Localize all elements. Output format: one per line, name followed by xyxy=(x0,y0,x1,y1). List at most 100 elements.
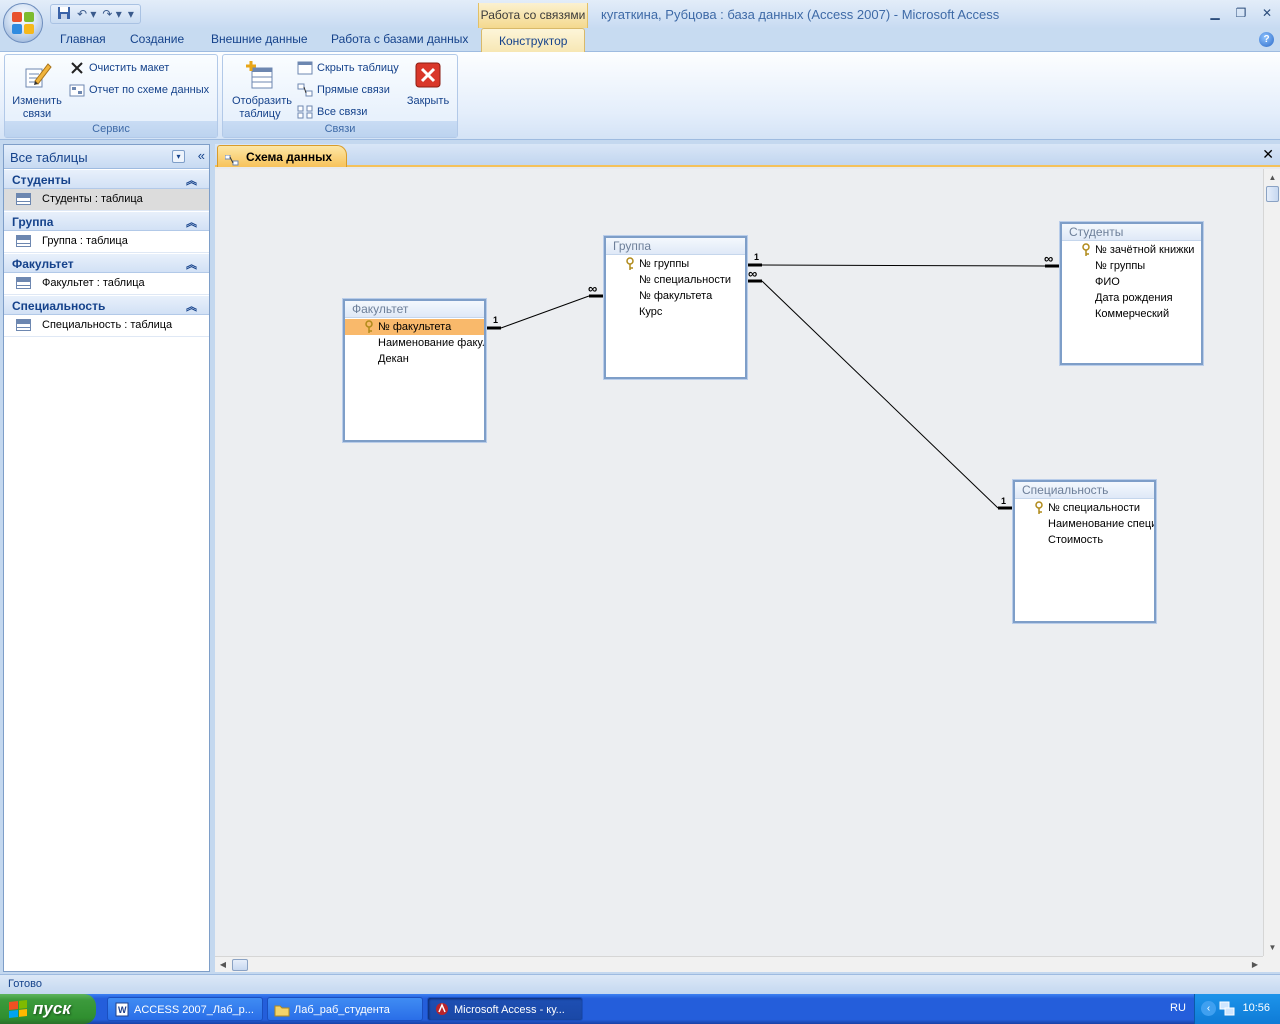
collapse-pane-icon[interactable]: « xyxy=(197,148,205,163)
document-area: Схема данных ✕ 1 ∞ 1 ∞ ∞ xyxy=(215,144,1280,972)
tab-database-tools[interactable]: Работа с базами данных xyxy=(331,32,469,46)
customize-qat-icon[interactable]: ▾ xyxy=(127,7,134,21)
vertical-scrollbar[interactable]: ▲ ▼ xyxy=(1263,169,1280,956)
field-row[interactable]: ФИО xyxy=(1095,276,1120,288)
close-relations-button[interactable]: Закрыть xyxy=(403,59,453,108)
office-logo-icon xyxy=(12,12,34,34)
nav-item-specialty-table[interactable]: Специальность : таблица xyxy=(4,315,209,337)
field-row[interactable]: № специальности xyxy=(639,274,732,286)
edit-relations-icon xyxy=(21,59,53,91)
cardinality-one-specialty: 1 xyxy=(1001,496,1007,506)
direct-relations-button[interactable]: Прямые связи xyxy=(297,81,390,99)
all-relations-icon xyxy=(297,104,313,120)
hide-table-button[interactable]: Скрыть таблицу xyxy=(297,59,399,77)
field-row[interactable]: № факультета xyxy=(639,290,713,302)
window-title: кугаткина, Рубцова : база данных (Access… xyxy=(601,7,1000,22)
relation-report-button[interactable]: Отчет по схеме данных xyxy=(69,81,209,99)
field-row[interactable]: Курс xyxy=(639,306,663,318)
cardinality-many-group-specialty: ∞ xyxy=(748,266,758,281)
taskbar-item-word-doc[interactable]: W ACCESS 2007_Лаб_р... xyxy=(107,997,263,1021)
table-title[interactable]: Специальность xyxy=(1015,482,1154,499)
taskbar-item-folder[interactable]: Лаб_раб_студента xyxy=(267,997,423,1021)
relationships-icon xyxy=(224,151,239,166)
title-bar: ↶ ▾ ↷ ▾ ▾ Работа со связями кугаткина, Р… xyxy=(0,0,1280,43)
close-window-icon[interactable]: ✕ xyxy=(1261,6,1273,20)
schema-table-group[interactable]: Группа № группы № специальности № факуль… xyxy=(604,236,747,379)
clear-x-icon xyxy=(69,60,85,76)
office-button[interactable] xyxy=(3,3,43,43)
group-service-label: Сервис xyxy=(5,121,217,137)
field-row[interactable]: Декан xyxy=(378,353,409,365)
clear-layout-button[interactable]: Очистить макет xyxy=(69,59,169,77)
field-row[interactable]: Наименование факультета xyxy=(378,337,484,349)
nav-group-students[interactable]: Студенты ︽ xyxy=(4,169,209,189)
horizontal-scrollbar[interactable]: ◀ ▶ xyxy=(215,956,1263,972)
taskbar-item-access[interactable]: Microsoft Access - ку... xyxy=(427,997,583,1021)
scroll-left-icon[interactable]: ◀ xyxy=(219,960,227,969)
start-button[interactable]: пуск xyxy=(0,994,96,1024)
network-icon[interactable] xyxy=(1219,1001,1235,1016)
schema-table-faculty[interactable]: Факультет № факультета Наименование факу… xyxy=(343,299,486,442)
tab-relationships[interactable]: Схема данных xyxy=(217,145,347,167)
nav-header[interactable]: Все таблицы ▾ « xyxy=(4,145,209,169)
word-doc-icon: W xyxy=(114,1002,130,1017)
minimize-icon[interactable]: ▁ xyxy=(1210,6,1220,20)
nav-group-faculty[interactable]: Факультет ︽ xyxy=(4,253,209,273)
table-icon xyxy=(16,235,31,247)
vertical-scroll-thumb[interactable] xyxy=(1266,186,1279,202)
clock: 10:56 xyxy=(1242,1002,1270,1014)
cardinality-many-group: ∞ xyxy=(588,281,598,296)
scroll-down-icon[interactable]: ▼ xyxy=(1268,943,1277,952)
restore-icon[interactable]: ❐ xyxy=(1235,6,1247,20)
help-icon[interactable]: ? xyxy=(1259,32,1274,47)
table-title[interactable]: Факультет xyxy=(345,301,484,318)
horizontal-scroll-thumb[interactable] xyxy=(232,959,248,971)
tray-expand-icon[interactable]: ‹ xyxy=(1201,1001,1216,1016)
tab-external-data[interactable]: Внешние данные xyxy=(211,32,308,46)
scroll-up-icon[interactable]: ▲ xyxy=(1268,173,1277,182)
field-row[interactable]: № специальности xyxy=(1015,500,1154,516)
field-row[interactable]: № факультета xyxy=(345,319,484,335)
close-document-icon[interactable]: ✕ xyxy=(1262,146,1274,162)
redo-icon[interactable]: ↷ ▾ xyxy=(102,7,122,21)
nav-header-title: Все таблицы xyxy=(10,150,88,165)
chevron-up-icon[interactable]: ︽ xyxy=(186,301,197,313)
field-row[interactable]: № группы xyxy=(1095,260,1146,272)
direct-relations-icon xyxy=(297,82,313,98)
system-tray: ‹ 10:56 xyxy=(1194,994,1280,1024)
field-row[interactable]: № зачётной книжки xyxy=(1062,242,1201,258)
schema-table-students[interactable]: Студенты № зачётной книжки № группы ФИО … xyxy=(1060,222,1203,365)
language-indicator[interactable]: RU xyxy=(1170,1002,1186,1014)
primary-key-icon xyxy=(625,257,635,271)
table-title[interactable]: Группа xyxy=(606,238,745,255)
nav-group-group[interactable]: Группа ︽ xyxy=(4,211,209,231)
edit-relations-button[interactable]: Изменить связи xyxy=(7,59,67,121)
field-row[interactable]: № группы xyxy=(606,256,745,272)
tab-home[interactable]: Главная xyxy=(60,32,106,46)
tab-designer[interactable]: Конструктор xyxy=(481,28,586,52)
undo-icon[interactable]: ↶ ▾ xyxy=(77,7,97,21)
table-title[interactable]: Студенты xyxy=(1062,224,1201,241)
field-row[interactable]: Стоимость xyxy=(1048,534,1104,546)
chevron-up-icon[interactable]: ︽ xyxy=(186,175,197,187)
hide-table-icon xyxy=(297,60,313,76)
field-row[interactable]: Коммерческий xyxy=(1095,308,1170,320)
navigation-pane: Все таблицы ▾ « Студенты ︽ Студенты : та… xyxy=(3,144,210,972)
chevron-up-icon[interactable]: ︽ xyxy=(186,217,197,229)
save-icon[interactable] xyxy=(57,6,71,23)
nav-item-faculty-table[interactable]: Факультет : таблица xyxy=(4,273,209,295)
nav-item-students-table[interactable]: Студенты : таблица xyxy=(4,189,209,211)
nav-dropdown-icon[interactable]: ▾ xyxy=(172,150,185,163)
tab-create[interactable]: Создание xyxy=(130,32,185,46)
all-relations-button[interactable]: Все связи xyxy=(297,103,367,121)
report-icon xyxy=(69,82,85,98)
field-row[interactable]: Дата рождения xyxy=(1095,292,1173,304)
nav-group-specialty[interactable]: Специальность ︽ xyxy=(4,295,209,315)
nav-item-group-table[interactable]: Группа : таблица xyxy=(4,231,209,253)
relationships-canvas[interactable]: 1 ∞ 1 ∞ ∞ 1 Факультет № факультета Наиме… xyxy=(215,169,1263,956)
scroll-right-icon[interactable]: ▶ xyxy=(1251,960,1259,969)
chevron-up-icon[interactable]: ︽ xyxy=(186,259,197,271)
schema-table-specialty[interactable]: Специальность № специальности Наименован… xyxy=(1013,480,1156,623)
show-table-button[interactable]: Отобразить таблицу xyxy=(227,59,293,121)
field-row[interactable]: Наименование специальности xyxy=(1048,518,1154,530)
